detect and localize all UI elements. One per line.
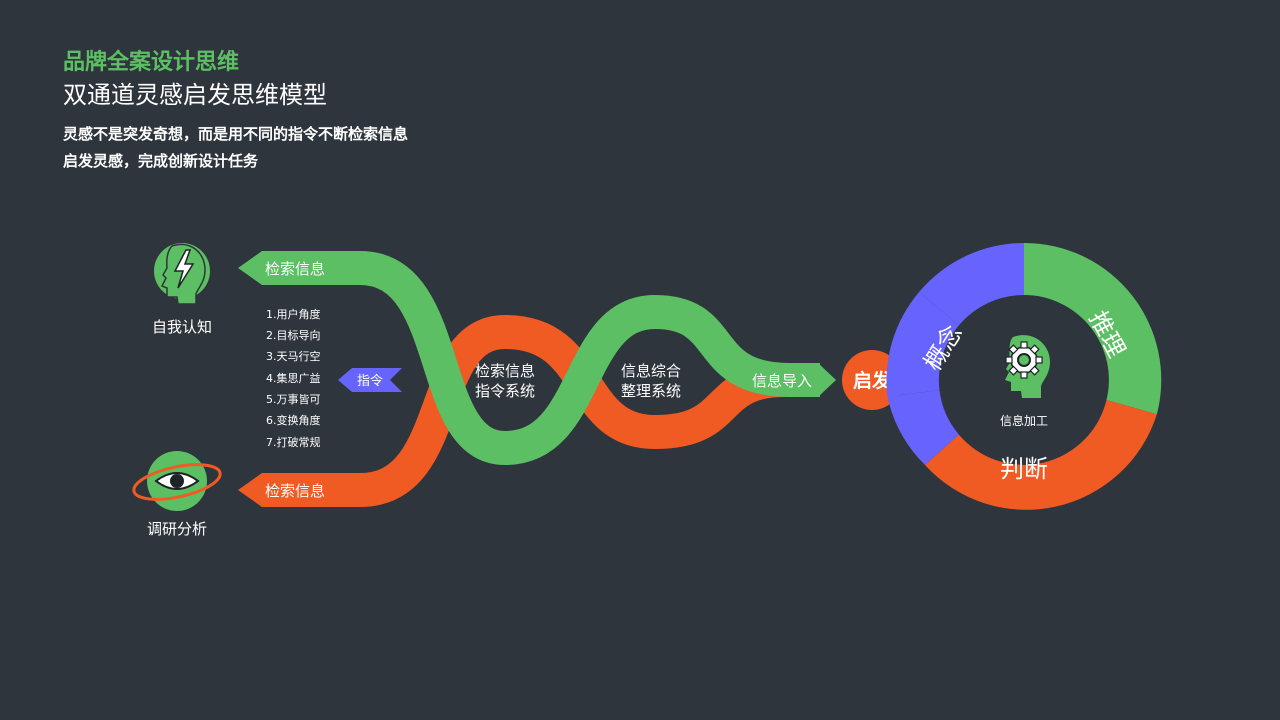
self-cognition-label: 自我认知 xyxy=(152,318,212,336)
ring-center-label: 信息加工 xyxy=(1000,413,1048,428)
arrow-bottom-label: 检索信息 xyxy=(265,482,325,500)
ring-segment-concept-3 xyxy=(887,390,959,465)
import-arrow-head xyxy=(818,363,836,397)
loop1-line1: 检索信息 xyxy=(475,362,535,380)
info-import-label: 信息导入 xyxy=(752,372,812,390)
instruction-item: 7.打破常规 xyxy=(266,435,321,449)
instruction-item: 6.变换角度 xyxy=(266,413,321,427)
loop2-line2: 整理系统 xyxy=(621,382,681,400)
judgement-label: 判断 xyxy=(1000,455,1048,483)
head-gear-icon xyxy=(1005,335,1050,398)
inspire-label: 启发 xyxy=(853,369,892,392)
thinking-ring xyxy=(886,242,1162,510)
model-title: 双通道灵感启发思维模型 xyxy=(63,81,327,109)
head-lightning-icon xyxy=(154,243,210,305)
eye-orbit-icon xyxy=(132,451,222,511)
ring-segment-concept xyxy=(919,243,1024,326)
ring-segment-reasoning xyxy=(1024,242,1162,415)
instruction-item: 1.用户角度 xyxy=(266,307,321,321)
instruction-item: 4.集思广益 xyxy=(266,371,321,385)
brand-title: 品牌全案设计思维 xyxy=(63,50,240,75)
ring-segment-judgement xyxy=(925,400,1157,510)
orange-channel xyxy=(238,315,786,507)
loop1-line2: 指令系统 xyxy=(475,382,535,400)
instruction-item: 5.万事皆可 xyxy=(266,393,321,406)
ring-segment-concept-2 xyxy=(886,292,959,397)
instruction-label: 指令 xyxy=(357,374,383,389)
green-channel xyxy=(238,251,836,465)
research-analysis-label: 调研分析 xyxy=(147,520,207,538)
loop2-line1: 信息综合 xyxy=(621,362,681,380)
instruction-item: 2.目标导向 xyxy=(266,328,321,342)
intro-line-1: 灵感不是突发奇想，而是用不同的指令不断检索信息 xyxy=(63,125,409,143)
instruction-tag: 指令 xyxy=(338,368,402,392)
green-arrow-head xyxy=(238,251,262,285)
instruction-item: 3.天马行空 xyxy=(266,349,321,363)
intro-line-2: 启发灵感，完成创新设计任务 xyxy=(63,152,259,170)
instruction-list: 1.用户角度 2.目标导向 3.天马行空 4.集思广益 5.万事皆可 6.变换角… xyxy=(266,307,321,449)
orange-arrow-head xyxy=(238,473,262,507)
inspire-badge: 启发 xyxy=(842,350,902,410)
arrow-top-label: 检索信息 xyxy=(265,260,325,278)
